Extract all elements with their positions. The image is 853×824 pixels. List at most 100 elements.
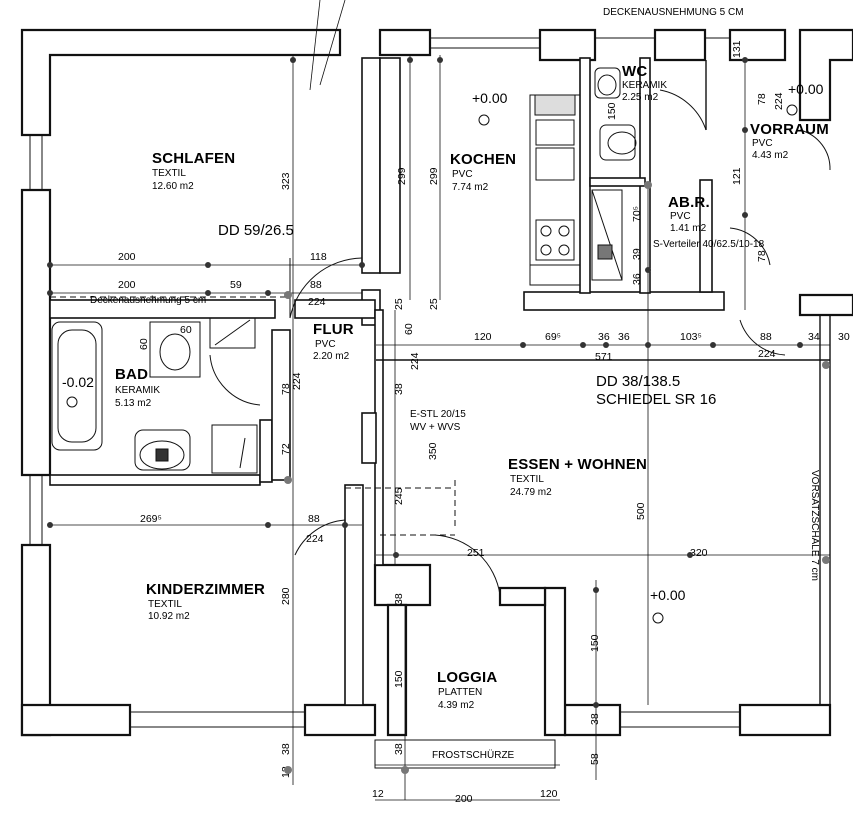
dim-label: 320 [690, 547, 708, 559]
dim-label: 350 [427, 442, 439, 460]
room-kochen: KOCHEN PVC 7.74 m2 [450, 151, 516, 193]
room-material: PVC [670, 211, 691, 222]
dim-label: 245 [393, 487, 405, 505]
dim-label: 39 [631, 248, 643, 260]
dim-label: 78 [280, 383, 292, 395]
dim-label: 224 [306, 533, 324, 545]
dim-label: 224 [308, 296, 326, 308]
note-deckenausnehmung-left: Deckenausnehmung 5 cm [90, 295, 206, 306]
dim-label: 280 [280, 587, 292, 605]
note-deckenausnehmung-top: DECKENAUSNEHMUNG 5 CM [603, 7, 744, 18]
room-material: TEXTIL [510, 474, 544, 485]
room-bad: BAD KERAMIK 5.13 m2 [115, 366, 160, 409]
room-material: PVC [752, 138, 773, 149]
room-name: ESSEN + WOHNEN [508, 456, 647, 473]
note-frostschuerze: FROSTSCHÜRZE [432, 749, 515, 761]
room-kinderzimmer: KINDERZIMMER TEXTIL 10.92 m2 [146, 581, 265, 622]
room-name: SCHLAFEN [152, 150, 235, 167]
level-marks: +0.00 +0.00 -0.02 +0.00 [62, 81, 824, 624]
dim-label: 38 [393, 743, 405, 755]
dim-label: 269⁵ [140, 513, 162, 525]
room-material: TEXTIL [152, 168, 186, 179]
dim-label: 59 [230, 279, 242, 291]
room-name: BAD [115, 366, 148, 383]
dim-label: 571 [595, 351, 613, 363]
dim-label: 500 [635, 502, 647, 520]
level-symbol-icon [478, 114, 490, 126]
wc-fixtures [591, 67, 637, 281]
room-area: 12.60 m2 [152, 181, 194, 192]
dim-label: 323 [280, 172, 292, 190]
dimension-markers [47, 57, 830, 774]
dim-label: 88 [310, 279, 322, 291]
room-name: WC [622, 63, 647, 80]
bath-fixtures [51, 317, 258, 474]
dim-label: 78 [756, 250, 768, 262]
dim-label: 34 [808, 331, 820, 343]
note-schiedel: SCHIEDEL SR 16 [596, 391, 716, 408]
dim-label: 58 [589, 753, 601, 765]
level-symbol-icon [786, 104, 798, 116]
door-swings [209, 89, 831, 596]
windows [22, 37, 740, 728]
room-vorraum: VORRAUM PVC 4.43 m2 [750, 121, 829, 161]
dim-label: 299 [428, 167, 440, 185]
note-dd-main: DD 38/138.5 [596, 373, 680, 390]
dim-label: 200 [118, 279, 136, 291]
room-wc: WC KERAMIK 2.25 m2 [622, 63, 667, 103]
room-material: KERAMIK [622, 80, 667, 91]
annotations: DECKENAUSNEHMUNG 5 CM Deckenausnehmung 5… [90, 7, 820, 761]
dim-label: 60 [403, 323, 415, 335]
room-material: PLATTEN [438, 687, 482, 698]
room-area: 5.13 m2 [115, 398, 152, 409]
dim-label: 224 [758, 348, 776, 360]
dim-label: 224 [409, 352, 421, 370]
room-name: KINDERZIMMER [146, 581, 265, 598]
hidden-lines [50, 296, 456, 536]
room-name: KOCHEN [450, 151, 516, 168]
dim-label: 12 [372, 788, 384, 800]
room-material: TEXTIL [148, 599, 182, 610]
level-vorraum: +0.00 [788, 81, 824, 97]
dim-label: 150 [606, 102, 618, 120]
kitchen-fixtures [529, 94, 581, 286]
room-name: AB.R. [668, 194, 710, 211]
dim-label: 150 [589, 634, 601, 652]
room-area: 4.43 m2 [752, 150, 789, 161]
room-material: KERAMIK [115, 385, 160, 396]
dimension-texts-vertical: 323 299 299 25 25 60 60 224 78 78 224 15… [138, 40, 785, 778]
room-area: 2.25 m2 [622, 92, 659, 103]
dim-label: 103⁵ [680, 331, 702, 343]
loggia-frost [374, 739, 556, 769]
room-area: 4.39 m2 [438, 700, 475, 711]
dim-label: 72 [280, 443, 292, 455]
dim-label: 251 [467, 547, 485, 559]
room-flur: FLUR PVC 2.20 m2 [313, 321, 354, 362]
dim-label: 118 [310, 251, 327, 263]
room-name: VORRAUM [750, 121, 829, 138]
room-area: 7.74 m2 [452, 182, 489, 193]
dim-label: 25 [428, 298, 440, 310]
room-abr: AB.R. PVC 1.41 m2 [668, 194, 710, 234]
room-name: FLUR [313, 321, 354, 338]
note-verteiler: S-Verteiler 40/62.5/10-18 [653, 239, 765, 250]
note-dd-left: DD 59/26.5 [218, 222, 294, 239]
level-kochen: +0.00 [472, 90, 508, 106]
dim-label: 200 [455, 793, 473, 805]
room-area: 24.79 m2 [510, 487, 552, 498]
dim-label: 131 [731, 40, 743, 58]
note-vorsatzschale: VORSATZSCHALE 7 cm [809, 470, 820, 581]
dim-label: 120 [540, 788, 558, 800]
level-essen: +0.00 [650, 587, 686, 603]
thin-walls [376, 60, 831, 705]
dim-label: 200 [118, 251, 136, 263]
room-loggia: LOGGIA PLATTEN 4.39 m2 [437, 669, 497, 711]
interior-walls [49, 57, 725, 706]
level-symbol-icon [652, 612, 664, 624]
dim-label: 36 [598, 331, 610, 343]
dim-label: 224 [773, 92, 785, 110]
dim-label: 25 [393, 298, 405, 310]
room-name: LOGGIA [437, 669, 497, 686]
dim-label: 121 [731, 167, 743, 185]
